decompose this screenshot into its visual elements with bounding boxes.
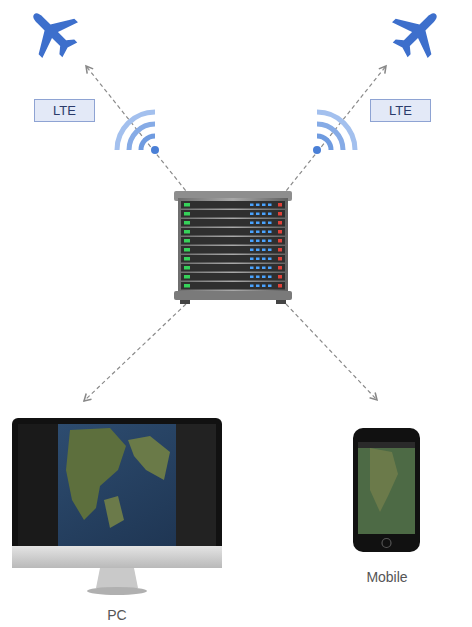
rack-unit xyxy=(181,228,285,236)
node-text: LTE xyxy=(389,103,412,118)
airplane-icon xyxy=(382,0,453,68)
rack-unit xyxy=(181,210,285,218)
dashed-arrows xyxy=(84,66,386,401)
airplane-icon xyxy=(16,0,87,68)
rack-unit xyxy=(181,246,285,254)
node-text: Mobile xyxy=(366,569,407,585)
dashed-arrow xyxy=(282,66,386,196)
network-label-box: LTE xyxy=(370,99,431,122)
server-rack xyxy=(174,191,292,304)
rack-unit xyxy=(181,255,285,263)
rack-unit xyxy=(181,219,285,227)
dashed-arrow xyxy=(86,66,190,196)
network-label-box: LTE xyxy=(34,99,95,122)
rack-unit xyxy=(181,237,285,245)
node-text: LTE xyxy=(53,103,76,118)
mobile-phone xyxy=(353,428,420,552)
signal-waves xyxy=(313,112,355,154)
rack-unit xyxy=(181,273,285,281)
node-text: PC xyxy=(107,607,126,623)
device-caption: Mobile xyxy=(347,567,427,587)
rack-unit xyxy=(181,201,285,209)
rack-unit xyxy=(181,282,285,290)
rack-unit xyxy=(181,264,285,272)
signal-waves xyxy=(117,112,159,154)
dashed-arrow xyxy=(286,304,377,400)
device-caption: PC xyxy=(87,605,147,625)
pc-monitor xyxy=(12,418,222,595)
dashed-arrow xyxy=(84,304,186,401)
